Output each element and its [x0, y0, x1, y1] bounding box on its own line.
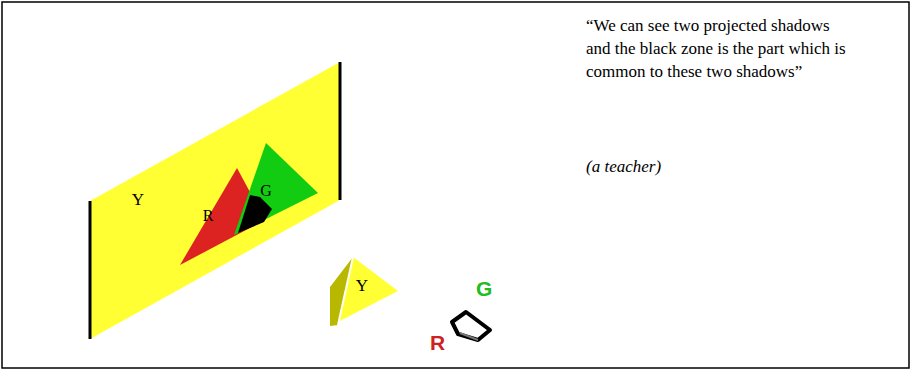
shadow-shape: Y R G [88, 60, 344, 342]
object-side [330, 257, 353, 326]
shape-letter: G [260, 182, 272, 200]
quote-author: (a teacher) [586, 157, 661, 177]
overlap-zone [238, 195, 272, 233]
screen-edge [89, 201, 92, 339]
shape-letter: R [203, 207, 214, 225]
quote-text: “We can see two projected shadows and th… [586, 14, 846, 83]
lamp-symbol [452, 312, 490, 340]
shape-fill [234, 143, 318, 235]
shape-letter: Y [132, 190, 144, 210]
screen-edge [339, 62, 342, 200]
light-source-label: R [430, 330, 445, 355]
light-source-label: G [476, 276, 492, 301]
shadow-shape: G [222, 143, 320, 243]
shape-fill [90, 62, 340, 339]
shadow-shape: Y [326, 255, 400, 329]
shape-fill [330, 257, 398, 326]
shape-letter: Y [356, 276, 368, 296]
shape-outline [88, 60, 344, 342]
